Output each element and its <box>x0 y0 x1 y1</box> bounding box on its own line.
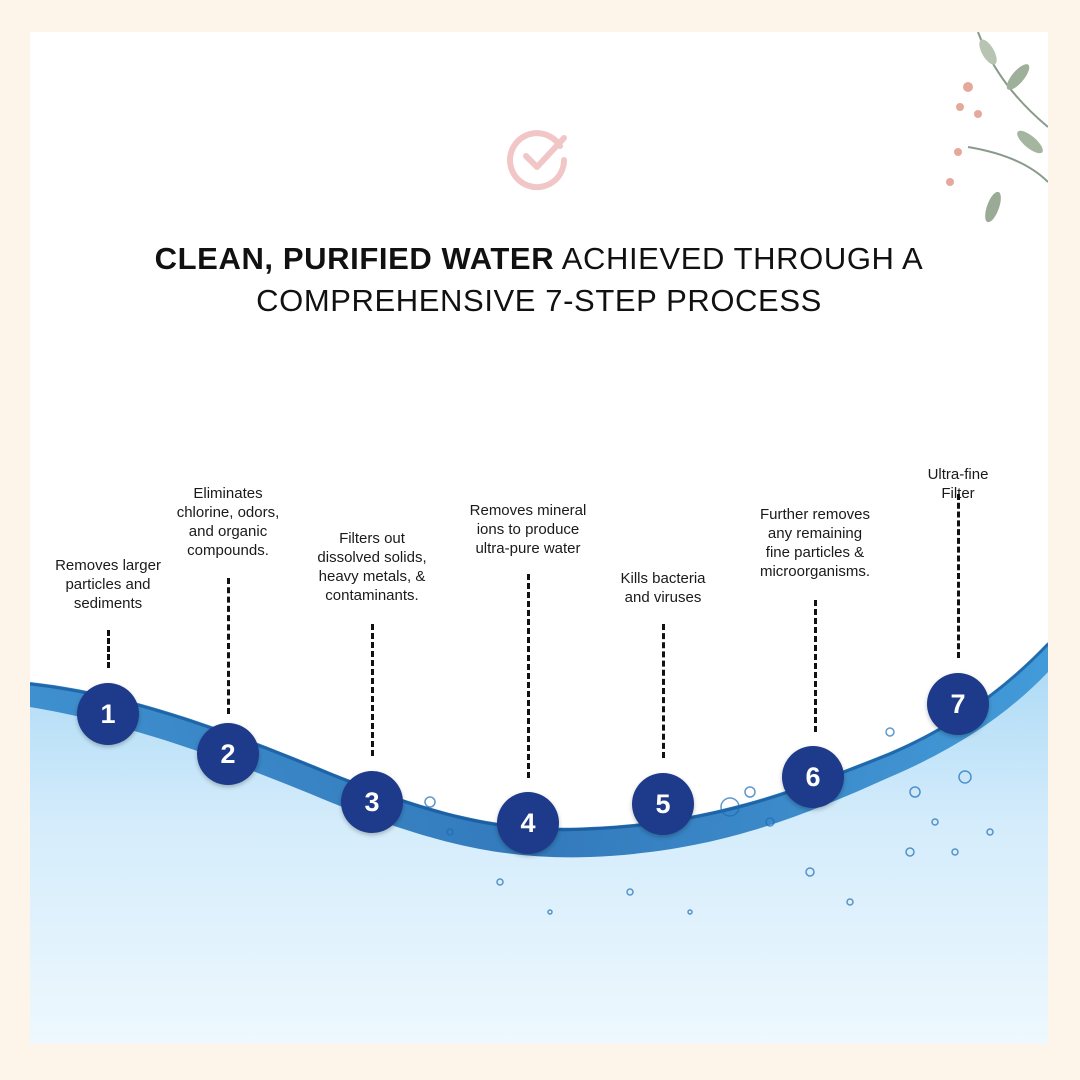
step-1-description: Removes larger particles and sediments <box>55 557 161 612</box>
step-6-connector <box>814 600 817 732</box>
step-2-badge: 2 <box>197 723 259 785</box>
step-1-badge: 1 <box>77 683 139 745</box>
step-5-connector <box>662 624 665 758</box>
step-7-description: Ultra-fine Filter <box>927 466 989 502</box>
headline: CLEAN, PURIFIED WATER ACHIEVED THROUGH A… <box>30 238 1048 322</box>
step-3-description: Filters out dissolved solids, heavy meta… <box>317 530 427 604</box>
step-4-connector <box>527 574 530 778</box>
step-4-badge: 4 <box>497 792 559 854</box>
headline-line1-rest: ACHIEVED THROUGH A <box>554 241 924 276</box>
step-2-description: Eliminates chlorine, odors, and organic … <box>176 485 280 559</box>
step-1-connector <box>107 630 110 668</box>
step-6-badge: 6 <box>782 746 844 808</box>
infographic-card: CLEAN, PURIFIED WATER ACHIEVED THROUGH A… <box>30 32 1048 1044</box>
step-7-badge: 7 <box>927 673 989 735</box>
step-5-badge: 5 <box>632 773 694 835</box>
headline-bold: CLEAN, PURIFIED WATER <box>154 241 555 276</box>
step-4-description: Removes mineral ions to produce ultra-pu… <box>469 502 587 557</box>
step-3-connector <box>371 624 374 756</box>
step-5-description: Kills bacteria and viruses <box>620 570 706 606</box>
step-2-connector <box>227 578 230 714</box>
leaf-branch-icon <box>946 32 1048 223</box>
step-6-description: Further removes any remaining fine parti… <box>759 506 871 580</box>
headline-line2: COMPREHENSIVE 7-STEP PROCESS <box>256 283 822 318</box>
step-7-connector <box>957 494 960 658</box>
step-3-badge: 3 <box>341 771 403 833</box>
check-circle-icon <box>507 130 568 191</box>
